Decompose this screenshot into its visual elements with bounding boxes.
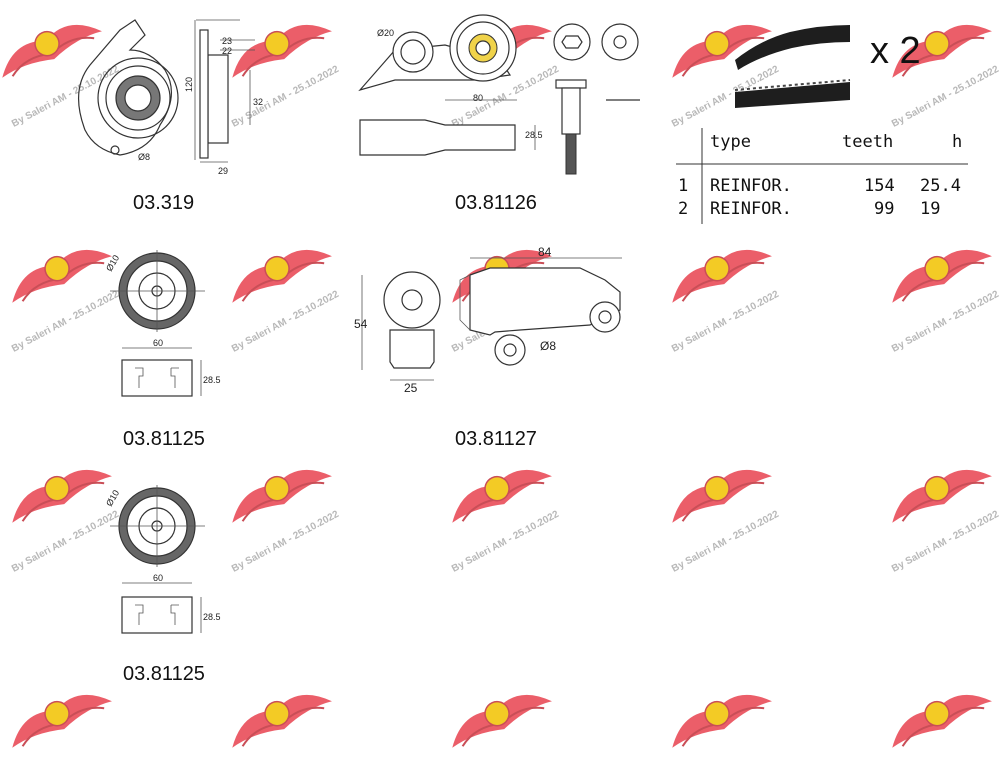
belt-multiplier: x 2 (870, 30, 921, 72)
idler-03-81125-drawing-2 (110, 485, 205, 634)
row-2-type: REINFOR. (710, 199, 792, 219)
timing-belt-image (734, 25, 851, 108)
watermark-logo (660, 235, 780, 315)
header-teeth: teeth (842, 132, 894, 152)
watermark-logo (880, 680, 999, 760)
watermark-logo (0, 680, 120, 760)
row-2-index: 2 (678, 199, 689, 219)
row-1-h: 25.4 (920, 176, 961, 196)
watermark-logo (220, 10, 340, 90)
watermark-logo (660, 455, 780, 535)
header-type: type (710, 132, 751, 152)
wing-logo-icon (232, 249, 332, 303)
wing-logo-icon (672, 469, 772, 523)
part-code-03-319: 03.319 (133, 192, 195, 214)
watermark-logo (220, 680, 340, 760)
idler-03-81125-dims-2: Ø10 60 28.5 (105, 488, 221, 622)
dim-54: 54 (354, 317, 368, 331)
watermark-logo (440, 680, 560, 760)
wing-logo-icon (12, 249, 112, 303)
dim-d8: Ø8 (138, 152, 150, 162)
watermark-logo (440, 455, 560, 535)
part-code-03-81125: 03.81125 (123, 663, 205, 685)
tensioner-03-319-drawing (77, 19, 255, 163)
dim-80: 80 (473, 93, 483, 103)
watermark-logo (220, 235, 340, 315)
idler-03-81125-dims-1: Ø10 60 28.5 (105, 253, 221, 385)
part-code-03-81127: 03.81127 (455, 428, 537, 450)
wing-logo-icon (892, 249, 992, 303)
dim-23: 23 (222, 36, 232, 46)
dim-84: 84 (538, 245, 552, 259)
dim-25: 25 (404, 381, 418, 395)
dim-d20: Ø20 (377, 28, 394, 38)
wing-logo-icon (452, 694, 552, 748)
watermark-logo (0, 235, 120, 315)
watermark-logo (0, 455, 120, 535)
dim-29: 29 (218, 166, 228, 176)
dim-d10: Ø10 (105, 253, 121, 273)
dim-28-5: 28.5 (203, 612, 221, 622)
wing-logo-icon (672, 24, 772, 78)
wing-logo-icon (232, 24, 332, 78)
wing-logo-icon (892, 694, 992, 748)
wing-logo-icon (12, 694, 112, 748)
watermark-logo (880, 235, 999, 315)
belt-spec-table: type teeth h 1 REINFOR. 154 25.4 2 REINF… (676, 128, 976, 228)
row-1-index: 1 (678, 176, 689, 196)
tensioner-03-81127-dims: 84 54 25 Ø8 (354, 245, 556, 395)
part-code-03-81126: 03.81126 (455, 192, 537, 214)
row-1-type: REINFOR. (710, 176, 792, 196)
wing-logo-icon (672, 694, 772, 748)
wing-logo-icon (672, 249, 772, 303)
watermark-logo (0, 10, 110, 90)
watermark-logo (220, 455, 340, 535)
tensioner-03-81127-drawing (361, 257, 622, 381)
watermark-logo (660, 10, 780, 90)
wing-logo-icon (232, 469, 332, 523)
wing-logo-icon (892, 24, 992, 78)
row-2-h: 19 (920, 199, 941, 219)
watermark-logo (880, 10, 999, 90)
watermark-logo (660, 680, 780, 760)
dim-32: 32 (253, 97, 263, 107)
dim-22: 22 (222, 46, 232, 56)
row-1-teeth: 154 (864, 176, 895, 196)
idler-03-81125-drawing-1 (110, 250, 205, 397)
dim-d10: Ø10 (105, 488, 121, 508)
row-2-teeth: 99 (874, 199, 895, 219)
tensioner-03-319-dims: 23 22 120 29 Ø8 32 (138, 36, 263, 176)
wing-logo-icon (12, 469, 112, 523)
tensioner-03-81126-dims: Ø20 80 28.5 (377, 28, 543, 140)
dim-28-5: 28.5 (203, 375, 221, 385)
table-lines (676, 128, 968, 224)
watermark-logo (880, 455, 999, 535)
bolt-washer-group (553, 23, 640, 175)
header-h: h (952, 132, 963, 152)
dim-120: 120 (184, 77, 194, 92)
wing-logo-icon (2, 24, 102, 78)
wing-logo-icon (892, 469, 992, 523)
dim-60: 60 (153, 573, 163, 583)
dim-28-5: 28.5 (525, 130, 543, 140)
dim-60: 60 (153, 338, 163, 348)
part-code-03-81125: 03.81125 (123, 428, 205, 450)
wing-logo-icon (452, 469, 552, 523)
wing-logo-icon (232, 694, 332, 748)
dim-d8: Ø8 (540, 339, 556, 353)
tensioner-03-81126-drawing (358, 14, 536, 156)
